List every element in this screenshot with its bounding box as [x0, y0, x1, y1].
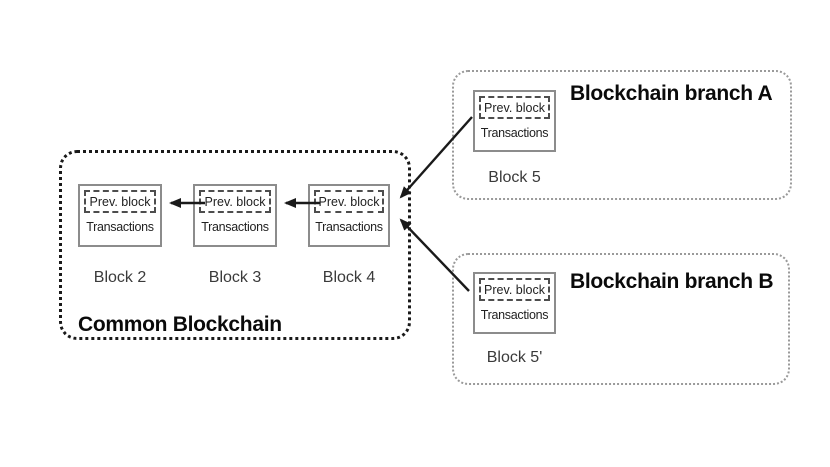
- block-5-prime-transactions-label: Transactions: [480, 307, 549, 322]
- block-3: Prev. block Transactions: [193, 184, 277, 247]
- common-blockchain-title: Common Blockchain: [78, 313, 282, 336]
- block-4-prev-block-box: Prev. block: [314, 190, 384, 213]
- block-3-label: Block 3: [208, 269, 262, 286]
- blockchain-branch-b-title: Blockchain branch B: [570, 270, 774, 293]
- block-2-transactions-label: Transactions: [86, 220, 154, 234]
- block-3-prev-block-box: Prev. block: [199, 190, 271, 213]
- block-5-prime-label: Block 5': [486, 349, 543, 366]
- block-2-prev-block-box: Prev. block: [84, 190, 156, 213]
- block-4-transactions-label: Transactions: [315, 220, 383, 234]
- block-5-label: Block 5: [488, 169, 541, 186]
- block-3-transactions-label: Transactions: [201, 220, 269, 234]
- block-5-prev-block-box: Prev. block: [479, 96, 550, 119]
- block-2: Prev. block Transactions: [78, 184, 162, 247]
- block-2-label: Block 2: [93, 269, 147, 286]
- block-5-prime: Prev. block Transactions: [473, 272, 556, 334]
- block-5: Prev. block Transactions: [473, 90, 556, 152]
- blockchain-branch-a-title: Blockchain branch A: [570, 82, 773, 105]
- block-4: Prev. block Transactions: [308, 184, 390, 247]
- block-4-label: Block 4: [322, 269, 376, 286]
- block-5-prime-prev-block-box: Prev. block: [479, 278, 550, 301]
- block-5-transactions-label: Transactions: [480, 125, 549, 140]
